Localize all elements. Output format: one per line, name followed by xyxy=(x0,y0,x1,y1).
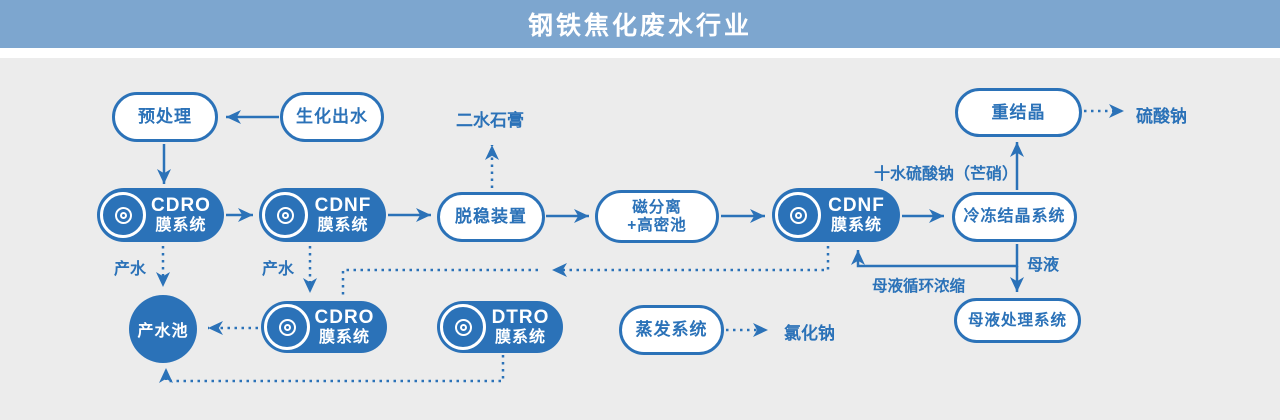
node-recrystallization: 重结晶 xyxy=(955,88,1082,137)
node-cdnf1-title: CDNF xyxy=(314,195,372,217)
label-gypsum: 二水石膏 xyxy=(456,111,524,130)
label-mother-liquor-recycle: 母液循环浓缩 xyxy=(872,278,966,295)
node-mlt-label: 母液处理系统 xyxy=(967,311,1067,329)
page-title: 钢铁焦化废水行业 xyxy=(527,12,752,40)
label-sodium-sulfate: 硫酸钠 xyxy=(1136,107,1187,126)
label-product-water-mid: 产水 xyxy=(262,261,295,278)
node-evaporation: 蒸发系统 xyxy=(619,305,724,355)
node-cdnf-membrane-2: CDNF 膜系统 xyxy=(772,188,900,242)
title-banner: 钢铁焦化废水行业 xyxy=(0,0,1280,48)
label-product-water-left: 产水 xyxy=(114,261,147,278)
membrane-icon xyxy=(264,304,310,350)
label-mother-liquor: 母液 xyxy=(1027,257,1060,274)
membrane-icon xyxy=(775,192,821,238)
node-cdnf2-title: CDNF xyxy=(828,195,885,217)
node-cdnf-membrane-1: CDNF 膜系统 xyxy=(259,188,386,242)
node-cdro2-subtitle: 膜系统 xyxy=(318,328,370,346)
node-cdro2-title: CDRO xyxy=(314,307,375,329)
node-recrystallization-label: 重结晶 xyxy=(991,102,1046,122)
label-sodium-chloride: 氯化钠 xyxy=(784,324,835,343)
node-dtro-membrane: DTRO 膜系统 xyxy=(437,301,563,353)
node-freeze-crystallization: 冷冻结晶系统 xyxy=(952,192,1077,242)
node-bio-effluent-label: 生化出水 xyxy=(296,107,368,127)
node-evaporation-label: 蒸发系统 xyxy=(635,320,708,340)
node-pool-label: 产水池 xyxy=(137,323,189,340)
node-destabilizer: 脱稳装置 xyxy=(437,192,545,242)
membrane-icon xyxy=(440,304,486,350)
node-cdro1-subtitle: 膜系统 xyxy=(155,216,207,234)
node-dtro-title: DTRO xyxy=(491,307,550,329)
node-dtro-subtitle: 膜系统 xyxy=(494,328,546,346)
node-cdro-membrane-2: CDRO 膜系统 xyxy=(261,301,387,353)
node-destabilizer-label: 脱稳装置 xyxy=(455,207,527,227)
membrane-icon xyxy=(262,192,308,238)
node-freeze-label: 冷冻结晶系统 xyxy=(963,207,1066,225)
node-mother-liquor-treatment: 母液处理系统 xyxy=(954,298,1081,343)
node-cdnf1-subtitle: 膜系统 xyxy=(317,216,369,234)
node-pretreatment-label: 预处理 xyxy=(138,107,192,127)
node-magnetic-separation: 磁分离 +高密池 xyxy=(595,190,719,243)
node-product-water-pool: 产水池 xyxy=(129,295,197,363)
node-cdro1-title: CDRO xyxy=(151,195,211,217)
label-glauber-salt: 十水硫酸钠（芒硝） xyxy=(873,166,1018,183)
membrane-icon xyxy=(100,192,146,238)
node-magsep-line1: 磁分离 xyxy=(632,198,682,216)
node-bio-effluent: 生化出水 xyxy=(280,92,384,142)
node-cdnf2-subtitle: 膜系统 xyxy=(830,216,882,234)
node-pretreatment: 预处理 xyxy=(112,92,218,142)
node-magsep-line2: +高密池 xyxy=(627,216,687,234)
node-cdro-membrane-1: CDRO 膜系统 xyxy=(97,188,224,242)
